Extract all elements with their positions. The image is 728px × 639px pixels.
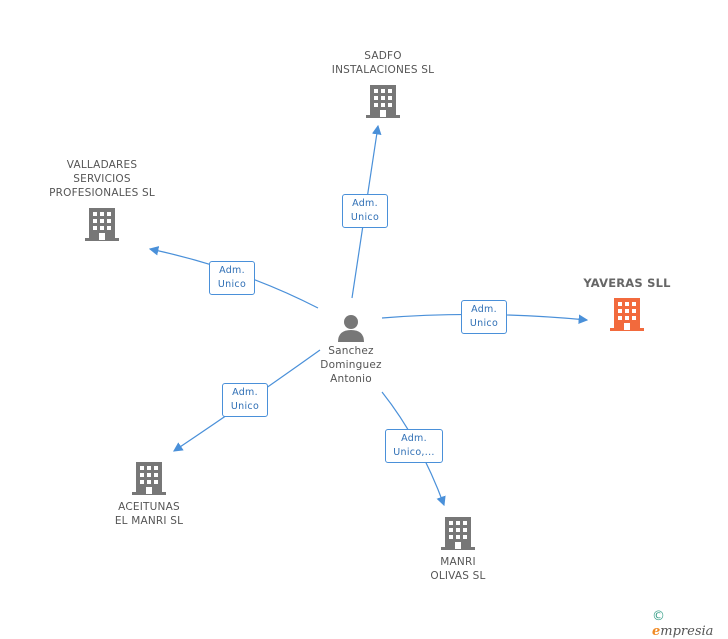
company-name-valladares: VALLADARES SERVICIOS PROFESIONALES SL — [49, 159, 155, 199]
building-icon — [85, 208, 119, 241]
role-badge-aceitunas[interactable]: Adm. Unico — [222, 383, 268, 417]
role-badge-sadfo[interactable]: Adm. Unico — [342, 194, 388, 228]
role-badge-manri[interactable]: Adm. Unico,... — [385, 429, 443, 463]
company-name-manri: MANRI OLIVAS SL — [430, 556, 486, 582]
building-icon — [441, 517, 475, 550]
company-name-aceitunas: ACEITUNAS EL MANRI SL — [114, 501, 184, 527]
building-icon — [610, 298, 644, 331]
company-node-yaveras[interactable]: YAVERAS SLL — [571, 276, 683, 332]
company-node-sadfo[interactable]: SADFO INSTALACIONES SL — [313, 49, 453, 119]
role-badge-valladares[interactable]: Adm. Unico — [209, 261, 255, 295]
company-node-valladares[interactable]: VALLADARES SERVICIOS PROFESIONALES SL — [28, 158, 176, 242]
building-icon — [366, 85, 400, 118]
company-node-manri[interactable]: MANRI OLIVAS SL — [408, 515, 508, 583]
person-node[interactable]: Sanchez Dominguez Antonio — [306, 312, 396, 386]
person-icon — [338, 315, 364, 342]
building-icon — [132, 462, 166, 495]
role-badge-yaveras[interactable]: Adm. Unico — [461, 300, 507, 334]
company-name-yaveras: YAVERAS SLL — [583, 276, 671, 290]
company-name-sadfo: SADFO INSTALACIONES SL — [331, 50, 435, 76]
company-node-aceitunas[interactable]: ACEITUNAS EL MANRI SL — [90, 460, 208, 528]
footer-brand: © empresia — [652, 609, 728, 639]
brand-logo: empresia — [652, 624, 714, 639]
person-name: Sanchez Dominguez Antonio — [320, 345, 382, 385]
copyright-icon: © — [652, 609, 665, 624]
